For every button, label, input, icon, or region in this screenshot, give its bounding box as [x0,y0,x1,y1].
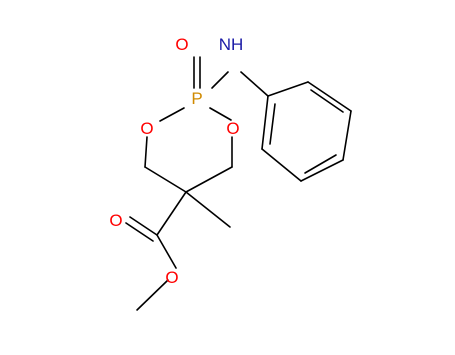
bond-c-o-ester [156,234,177,269]
bond-o-ch2-left [144,136,148,168]
phenyl-bond-5 [261,148,302,182]
bond-c-o-double-b [125,222,154,242]
bond-c-methyl [185,191,231,228]
bond-p-o-left [159,107,185,122]
bond-c-o-double-a [129,216,158,236]
bond-ch2-c-right [185,166,233,193]
bond-ch2-c-left [144,166,187,193]
atom-ring-oxygen-left: O [140,119,153,138]
bond-o-methyl [136,279,169,311]
atom-phosphoryl-oxygen: O [175,35,188,54]
bond-c-carbonyl [156,191,187,236]
atom-phosphorus: P [191,89,202,108]
atom-labels: P O O O NH O O [109,35,243,287]
phenyl-inner-2 [304,154,337,174]
phenyl-bond-1 [267,81,309,97]
atom-amine: NH [219,35,244,54]
bond-n-phenyl [240,71,269,97]
phenyl-inner-1 [310,89,344,113]
phenyl-inner-3 [269,103,276,145]
phenyl-bond-4 [300,159,344,182]
phenyl-bond-3 [342,110,352,161]
phenyl-bond-6 [261,95,269,150]
phenyl-bond-2 [307,81,352,112]
bond-p-o-right [209,107,232,121]
bonds [125,56,352,311]
atom-ring-oxygen-right: O [226,119,239,138]
atom-carbonyl-oxygen: O [109,211,122,230]
bond-p-n [211,71,229,89]
atom-ester-oxygen: O [165,268,178,287]
